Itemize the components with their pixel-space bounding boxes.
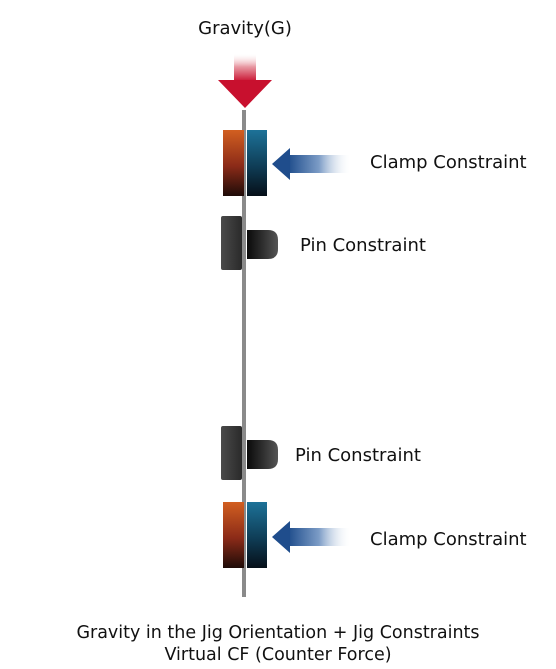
clamp-constraint-top: [223, 130, 267, 196]
caption-line-2: Virtual CF (Counter Force): [164, 645, 392, 665]
pin-constraint-label-top: Pin Constraint: [300, 235, 426, 256]
pin-constraint-bottom: [221, 426, 278, 480]
clamp-arrow-icon-top: [272, 148, 350, 180]
caption-line-1: Gravity in the Jig Orientation + Jig Con…: [76, 623, 480, 643]
pin-constraint-label-bottom: Pin Constraint: [295, 445, 421, 466]
clamp-constraint-bottom: [223, 502, 267, 568]
clamp-constraint-label-top: Clamp Constraint: [370, 152, 527, 173]
clamp-constraint-label-bottom: Clamp Constraint: [370, 529, 527, 550]
part-line: [242, 110, 246, 597]
clamp-arrow-icon-bottom: [272, 521, 350, 553]
gravity-label: Gravity(G): [198, 18, 292, 39]
gravity-arrow-icon: [218, 54, 272, 108]
pin-constraint-top: [221, 216, 278, 270]
